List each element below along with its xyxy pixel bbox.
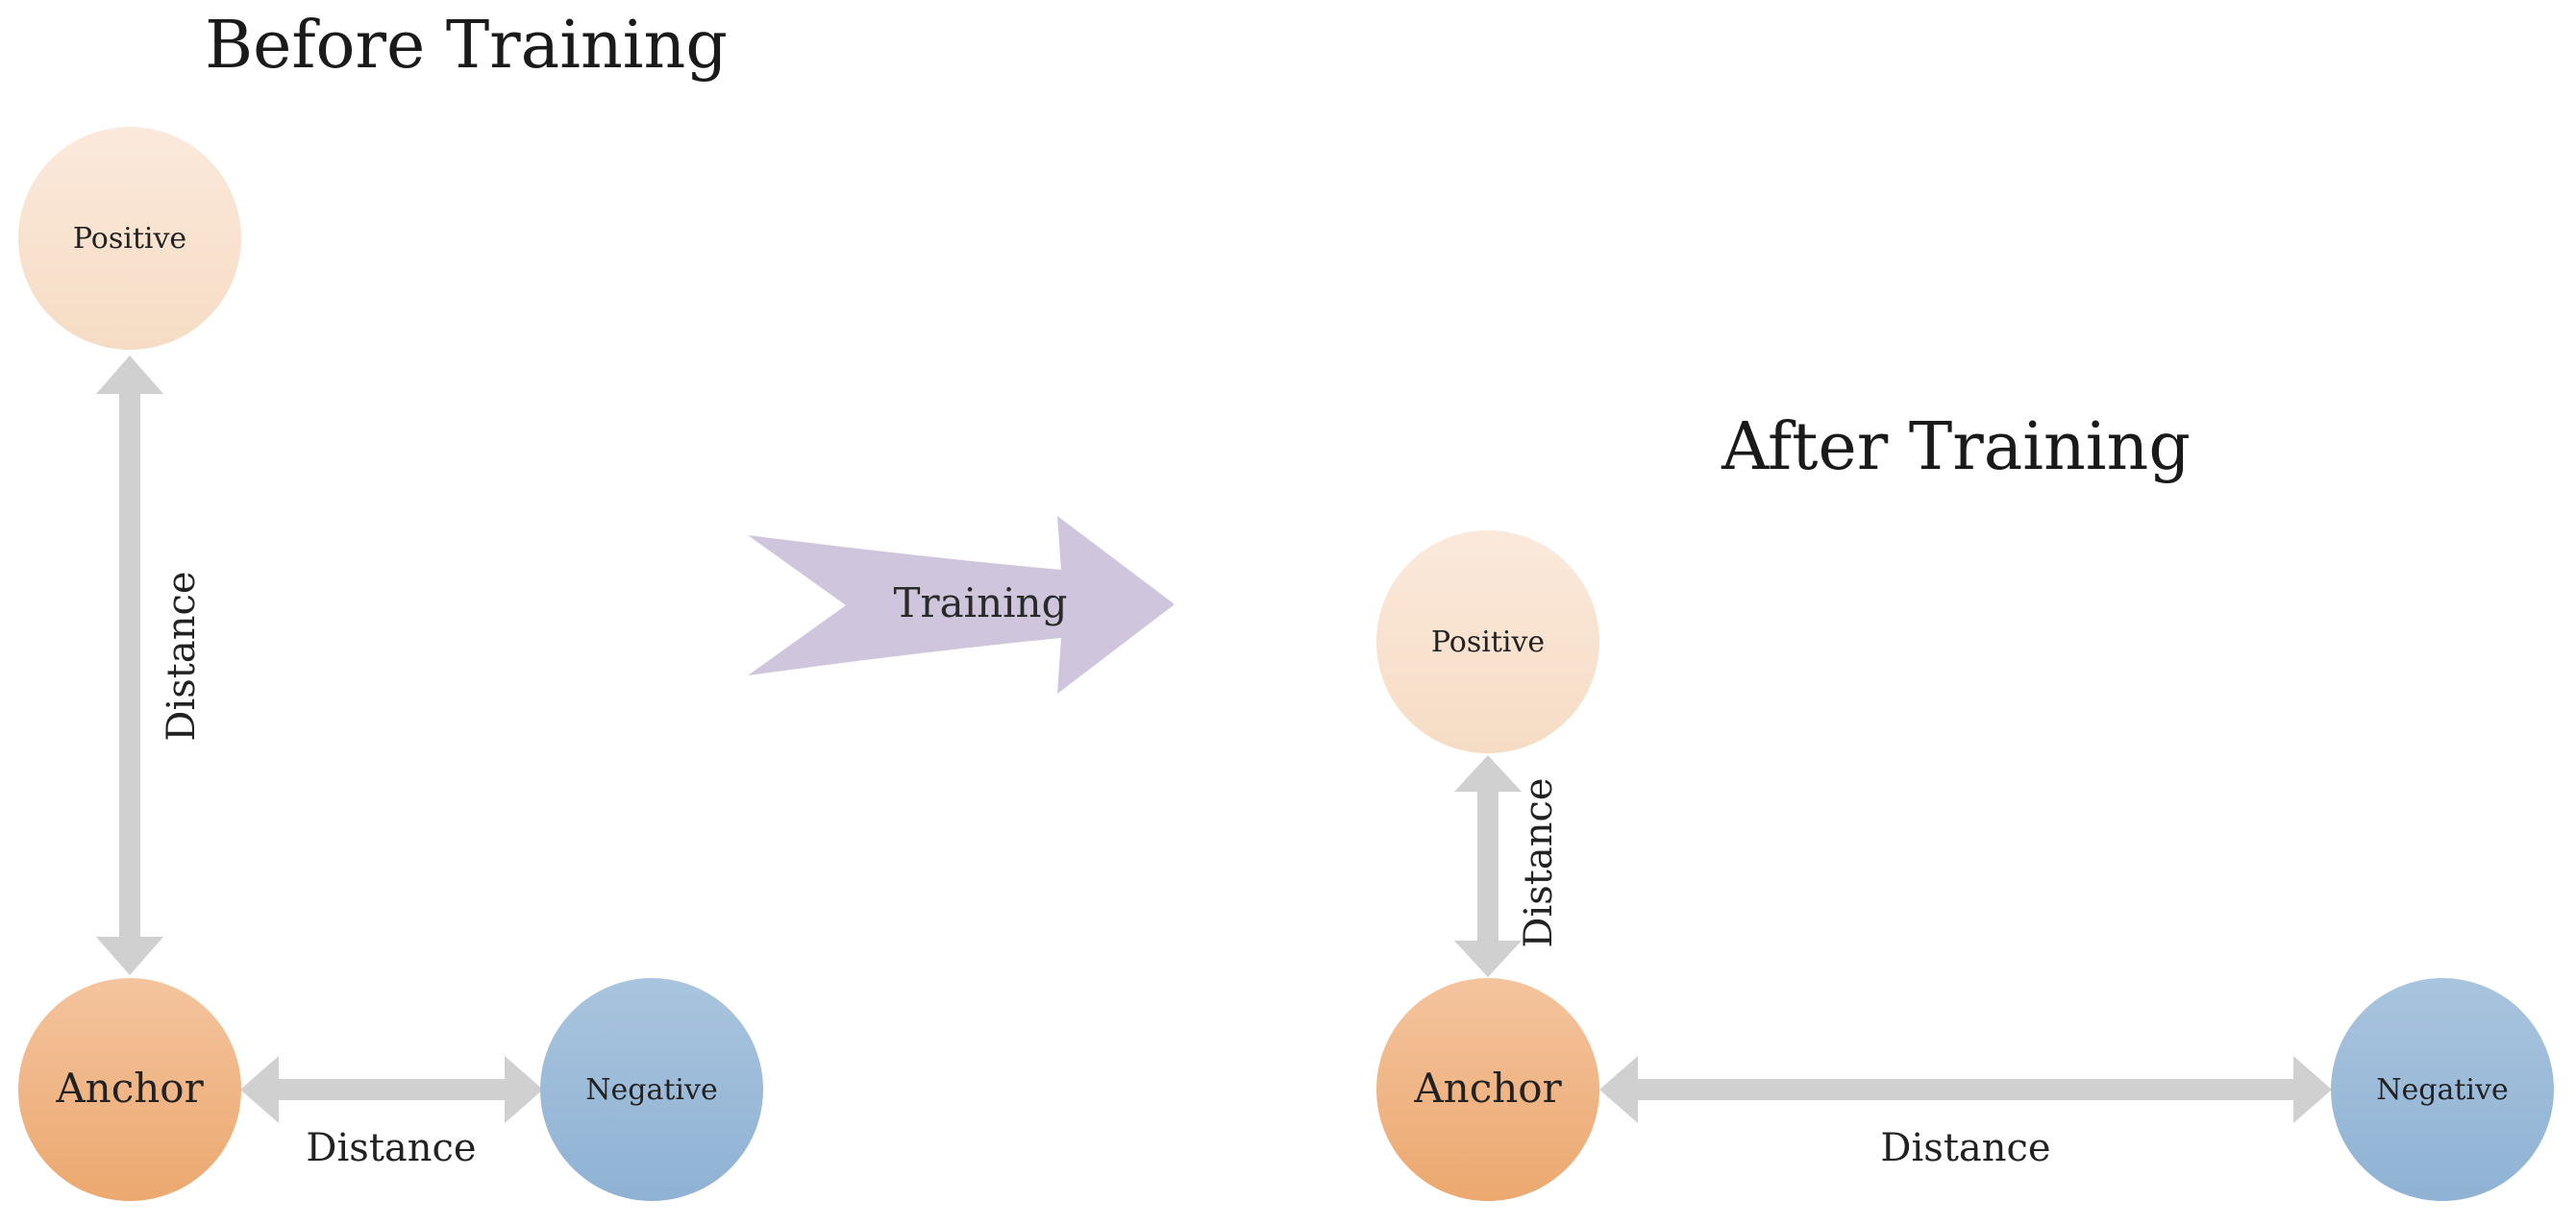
before-anchor-node: Anchor: [18, 978, 241, 1201]
before-positive-label: Positive: [73, 222, 186, 256]
training-chevron-arrow: [748, 516, 1175, 694]
after-training-panel: After Training Distance Distance Positiv…: [1376, 409, 2554, 1201]
before-training-panel: Before Training Distance Distance Positi…: [18, 8, 763, 1201]
before-title: Before Training: [205, 8, 728, 84]
before-positive-node: Positive: [18, 127, 241, 350]
before-horizontal-distance-label: Distance: [306, 1126, 476, 1170]
after-title: After Training: [1721, 409, 2191, 485]
before-horizontal-distance-arrow: [240, 1056, 543, 1123]
after-positive-label: Positive: [1431, 625, 1545, 659]
after-anchor-label: Anchor: [1413, 1065, 1562, 1112]
before-vertical-distance-arrow: [96, 356, 163, 975]
after-vertical-distance-arrow: [1454, 755, 1522, 977]
before-anchor-label: Anchor: [55, 1065, 204, 1112]
before-negative-label: Negative: [585, 1073, 717, 1107]
before-vertical-distance-label: Distance: [160, 571, 204, 741]
after-negative-node: Negative: [2331, 978, 2554, 1201]
after-vertical-distance-label: Distance: [1517, 777, 1561, 947]
after-positive-node: Positive: [1376, 530, 1599, 753]
after-horizontal-distance-label: Distance: [1880, 1126, 2050, 1170]
before-negative-node: Negative: [540, 978, 763, 1201]
after-negative-label: Negative: [2376, 1073, 2508, 1107]
after-horizontal-distance-arrow: [1599, 1056, 2332, 1123]
training-transition: Training: [748, 516, 1175, 694]
training-label: Training: [894, 579, 1068, 626]
after-anchor-node: Anchor: [1376, 978, 1599, 1201]
